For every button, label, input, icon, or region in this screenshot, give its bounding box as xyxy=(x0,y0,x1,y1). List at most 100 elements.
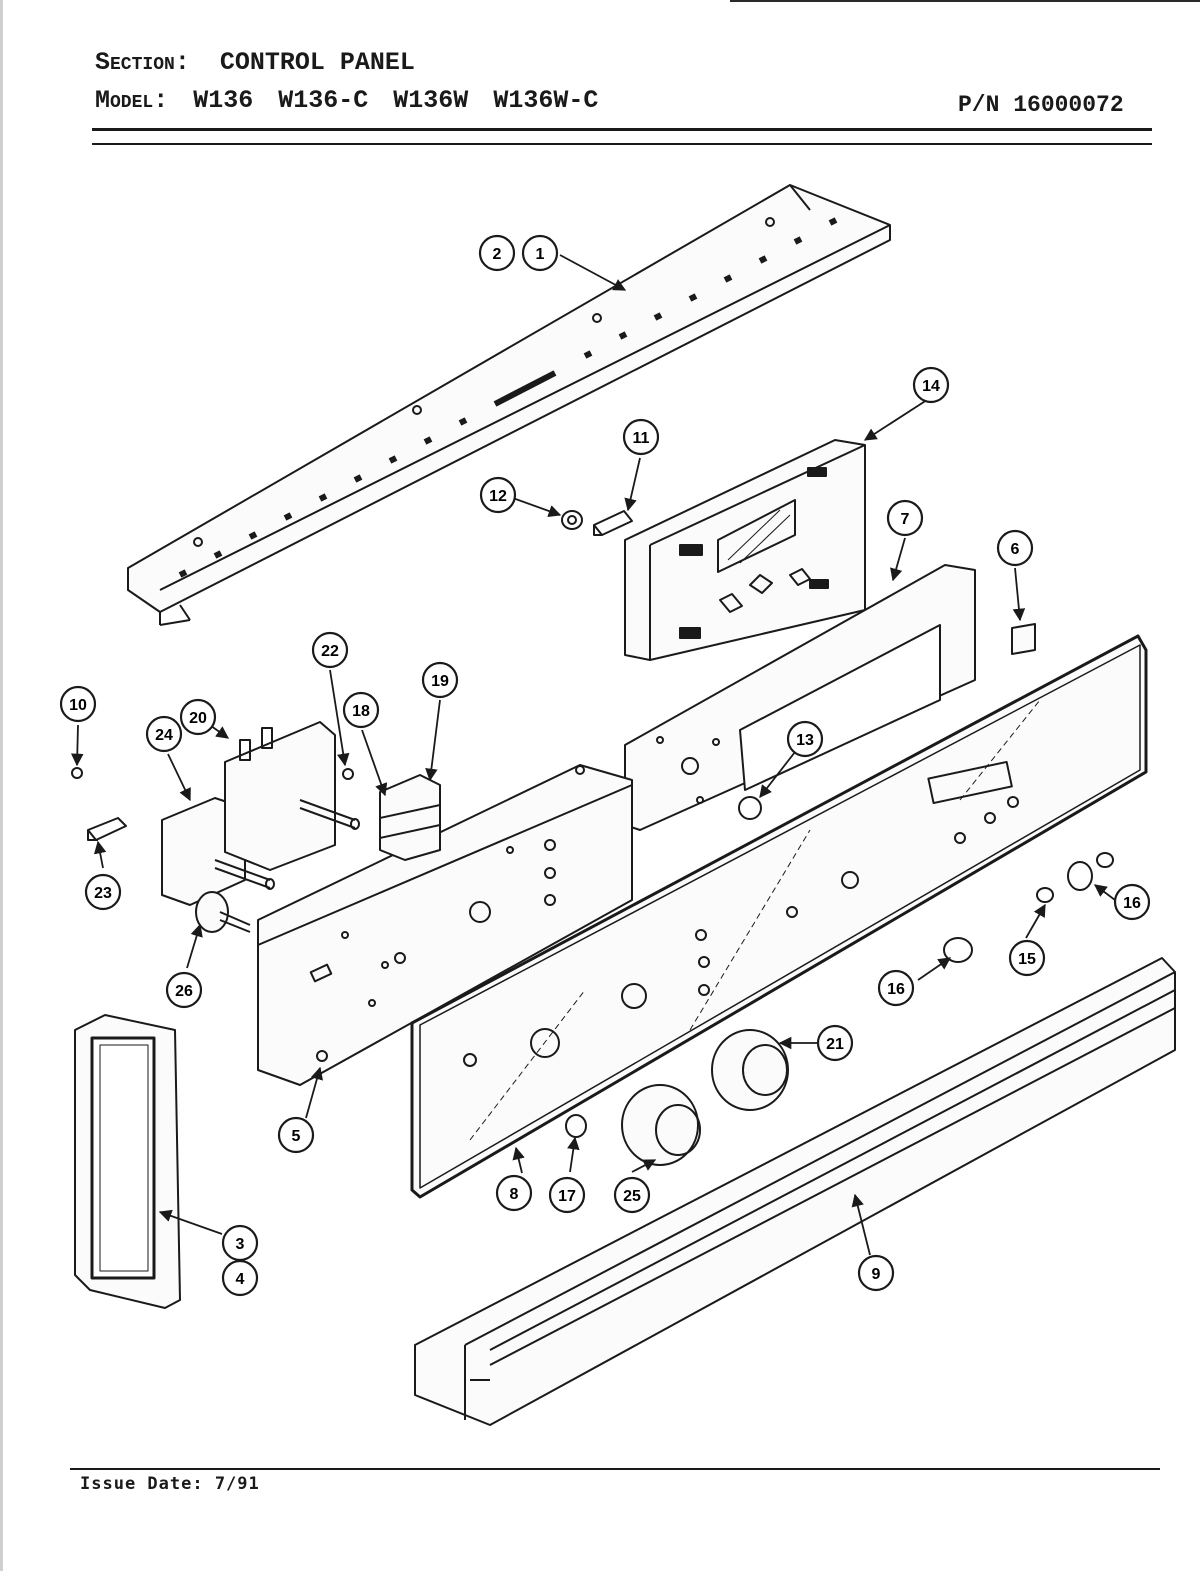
leader-11 xyxy=(624,457,641,512)
part-number: P/N 16000072 xyxy=(958,92,1124,118)
clip-11-part xyxy=(593,510,633,536)
top-rail-part xyxy=(127,184,891,626)
leader-16-left xyxy=(917,957,952,981)
model-1: W136 xyxy=(193,86,254,115)
callout-8: 8 xyxy=(495,1174,533,1212)
callout-number: 20 xyxy=(189,710,207,727)
leader-22 xyxy=(329,669,350,767)
leader-10 xyxy=(70,724,84,767)
section-line: Section: CONTROL PANEL xyxy=(95,48,415,77)
callout-number: 5 xyxy=(292,1128,301,1145)
callout-6: 6 xyxy=(996,529,1034,567)
scan-edge-left xyxy=(0,0,3,1571)
callout-number: 7 xyxy=(901,511,910,528)
callout-number: 1 xyxy=(536,246,545,263)
leader-17 xyxy=(567,1136,580,1173)
leader-6 xyxy=(1012,567,1026,622)
bottom-rail-part xyxy=(414,957,1176,1426)
front-panel-part xyxy=(410,634,1148,1199)
leader-7 xyxy=(890,537,906,582)
leader-26 xyxy=(186,923,203,969)
callout-number: 13 xyxy=(796,732,814,749)
part-6-shape xyxy=(1011,623,1036,655)
leader-15 xyxy=(1025,903,1046,939)
callout-20: 20 xyxy=(179,698,217,736)
callout-number: 4 xyxy=(236,1271,245,1288)
callout-16-b: 16 xyxy=(877,969,915,1007)
callout-23: 23 xyxy=(84,873,122,911)
switch-18-19-part xyxy=(379,774,441,861)
issue-date: Issue Date: 7/91 xyxy=(80,1474,260,1494)
leader-1 xyxy=(559,254,627,291)
callout-number: 19 xyxy=(431,673,449,690)
callout-7: 7 xyxy=(886,499,924,537)
model-3: W136W xyxy=(393,86,469,115)
leader-8 xyxy=(512,1146,525,1174)
model-4: W136W-C xyxy=(493,86,599,115)
callout-number: 10 xyxy=(69,697,87,714)
callout-number: 9 xyxy=(872,1266,881,1283)
model-line: Model: W136 W136-C W136W W136W-C xyxy=(95,86,598,115)
callout-number: 15 xyxy=(1018,951,1036,968)
leader-18 xyxy=(361,729,388,797)
header-rule-top xyxy=(92,128,1152,131)
header-rule-bottom xyxy=(92,143,1152,145)
section-label: Section: xyxy=(95,48,190,77)
side-cap-part xyxy=(74,1014,181,1309)
knob-15-part xyxy=(1036,852,1114,903)
callout-15: 15 xyxy=(1008,939,1046,977)
leader-9 xyxy=(851,1193,871,1256)
callout-number: 3 xyxy=(236,1236,245,1253)
callout-2: 2 xyxy=(478,234,516,272)
screw-22-part xyxy=(342,768,354,780)
callout-number: 16 xyxy=(1123,895,1141,912)
leader-5 xyxy=(305,1066,324,1119)
callout-number: 17 xyxy=(558,1188,576,1205)
callout-number: 2 xyxy=(493,246,502,263)
leader-16-right xyxy=(1093,884,1116,901)
leader-24 xyxy=(167,753,191,802)
main-panel-frame-part xyxy=(257,764,633,1086)
section-value: CONTROL PANEL xyxy=(219,48,415,77)
clip-23-part xyxy=(87,817,127,841)
callout-25: 25 xyxy=(613,1176,651,1214)
callout-26: 26 xyxy=(165,971,203,1009)
callout-number: 18 xyxy=(352,703,370,720)
callout-number: 12 xyxy=(489,488,507,505)
callout-number: 16 xyxy=(887,981,905,998)
leader-14 xyxy=(509,496,562,518)
leader-3 xyxy=(158,1209,223,1235)
callout-14: 14 xyxy=(912,366,950,404)
callout-17: 17 xyxy=(548,1176,586,1214)
callout-22: 22 xyxy=(311,631,349,669)
knob-16-small-part xyxy=(943,861,1093,963)
callout-13: 13 xyxy=(786,720,824,758)
callout-11: 11 xyxy=(622,418,660,456)
footer-rule xyxy=(70,1468,1160,1470)
callout-number: 25 xyxy=(623,1188,641,1205)
callout-16: 16 xyxy=(1113,883,1151,921)
callout-4: 4 xyxy=(221,1259,259,1297)
callout-number: 21 xyxy=(826,1036,844,1053)
callout-number: 26 xyxy=(175,983,193,1000)
callout-number: 8 xyxy=(510,1186,519,1203)
callout-18: 18 xyxy=(342,691,380,729)
callout-number: 14 xyxy=(922,378,940,395)
screw-10-part xyxy=(71,767,83,779)
leader-23 xyxy=(93,840,107,869)
leader-25 xyxy=(631,1159,657,1173)
callout-19: 19 xyxy=(421,661,459,699)
leader-19 xyxy=(425,699,441,782)
callout-3: 3 xyxy=(221,1224,259,1262)
knob-26-part xyxy=(195,891,251,933)
leader-12 xyxy=(759,751,796,798)
callout-number: 24 xyxy=(155,727,173,744)
callout-number: 11 xyxy=(633,430,650,447)
callout-9: 9 xyxy=(857,1254,895,1292)
scan-edge-top xyxy=(730,0,1200,2)
callout-10: 10 xyxy=(59,685,97,723)
callout-24: 24 xyxy=(145,715,183,753)
callout-number: 6 xyxy=(1011,541,1020,558)
